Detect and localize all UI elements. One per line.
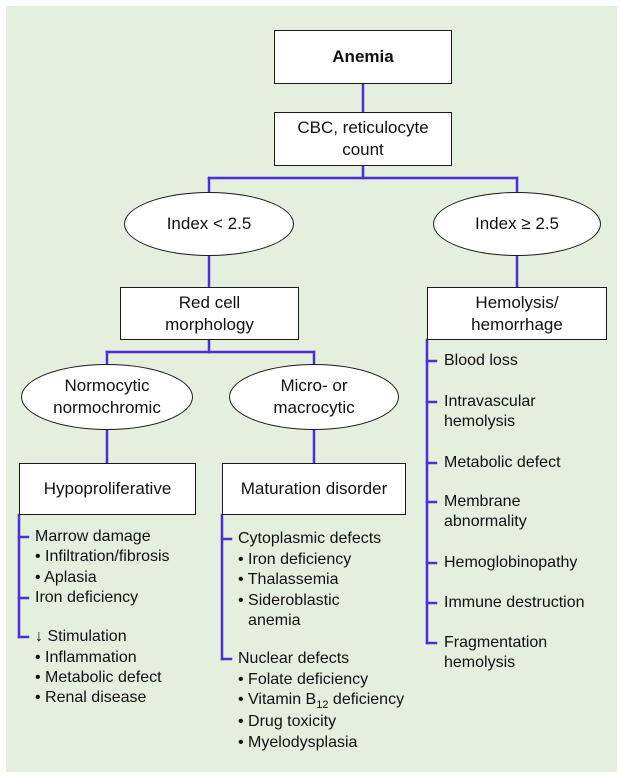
item-hemoglobinopathy: Hemoglobinopathy <box>444 554 578 571</box>
item-infiltration-fibrosis: Infiltration/fibrosis <box>35 547 170 567</box>
item-decreased-stimulation: ↓ Stimulation <box>35 627 127 647</box>
node-micro-macrocytic: Micro- or macrocytic <box>229 364 399 430</box>
vitamin-subscript: 12 <box>316 699 329 712</box>
down-arrow-icon: ↓ <box>35 628 43 645</box>
stimulation-label: Stimulation <box>47 628 127 645</box>
item-inflammation: Inflammation <box>35 648 137 668</box>
item-thalassemia: Thalassemia <box>238 570 339 590</box>
item-vitamin-b12-deficiency: • Vitamin B12 deficiency <box>238 690 404 715</box>
item-drug-toxicity: Drug toxicity <box>238 712 336 732</box>
item-cytoplasmic-defects: Cytoplasmic defects <box>238 530 382 547</box>
item-intravascular-hemolysis: Intravascular hemolysis <box>444 393 536 430</box>
item-aplasia: Aplasia <box>35 568 96 588</box>
node-index-low: Index < 2.5 <box>124 192 294 256</box>
vitamin-prefix: Vitamin B <box>248 691 317 708</box>
item-folate-deficiency: Folate deficiency <box>238 670 368 690</box>
item-metabolic-defect-hypo: Metabolic defect <box>35 668 162 688</box>
item-fragmentation-hemolysis: Fragmentation hemolysis <box>444 634 548 671</box>
node-hemolysis-hemorrhage: Hemolysis/ hemorrhage <box>427 287 607 340</box>
node-normocytic-normochromic: Normocytic normochromic <box>21 364 193 430</box>
item-marrow-damage: Marrow damage <box>35 528 151 545</box>
item-blood-loss: Blood loss <box>444 352 518 369</box>
node-maturation-disorder: Maturation disorder <box>222 463 406 515</box>
item-iron-deficiency-hypo: Iron deficiency <box>35 589 139 606</box>
node-red-cell-morphology: Red cell morphology <box>120 287 299 340</box>
vitamin-suffix: deficiency <box>328 691 405 708</box>
item-myelodysplasia: Myelodysplasia <box>238 733 357 753</box>
node-index-high: Index ≥ 2.5 <box>433 192 601 256</box>
sideroblastic-text: Sideroblastic anemia <box>248 592 340 629</box>
node-hypoproliferative: Hypoproliferative <box>19 463 196 515</box>
item-membrane-abnormality: Membrane abnormality <box>444 493 527 530</box>
item-immune-destruction: Immune destruction <box>444 594 585 611</box>
bullet-mark: • <box>238 592 249 609</box>
node-cbc-reticulocyte-count: CBC, reticulocyte count <box>274 112 452 166</box>
item-renal-disease: Renal disease <box>35 688 146 708</box>
item-iron-deficiency-maturation: Iron deficiency <box>238 550 351 570</box>
bullet-mark: • <box>238 691 249 708</box>
item-nuclear-defects: Nuclear defects <box>238 650 350 667</box>
item-sideroblastic-anemia: • Sideroblastic anemia <box>238 591 340 631</box>
item-metabolic-defect-hemolysis: Metabolic defect <box>444 454 561 471</box>
node-anemia: Anemia <box>274 30 452 84</box>
